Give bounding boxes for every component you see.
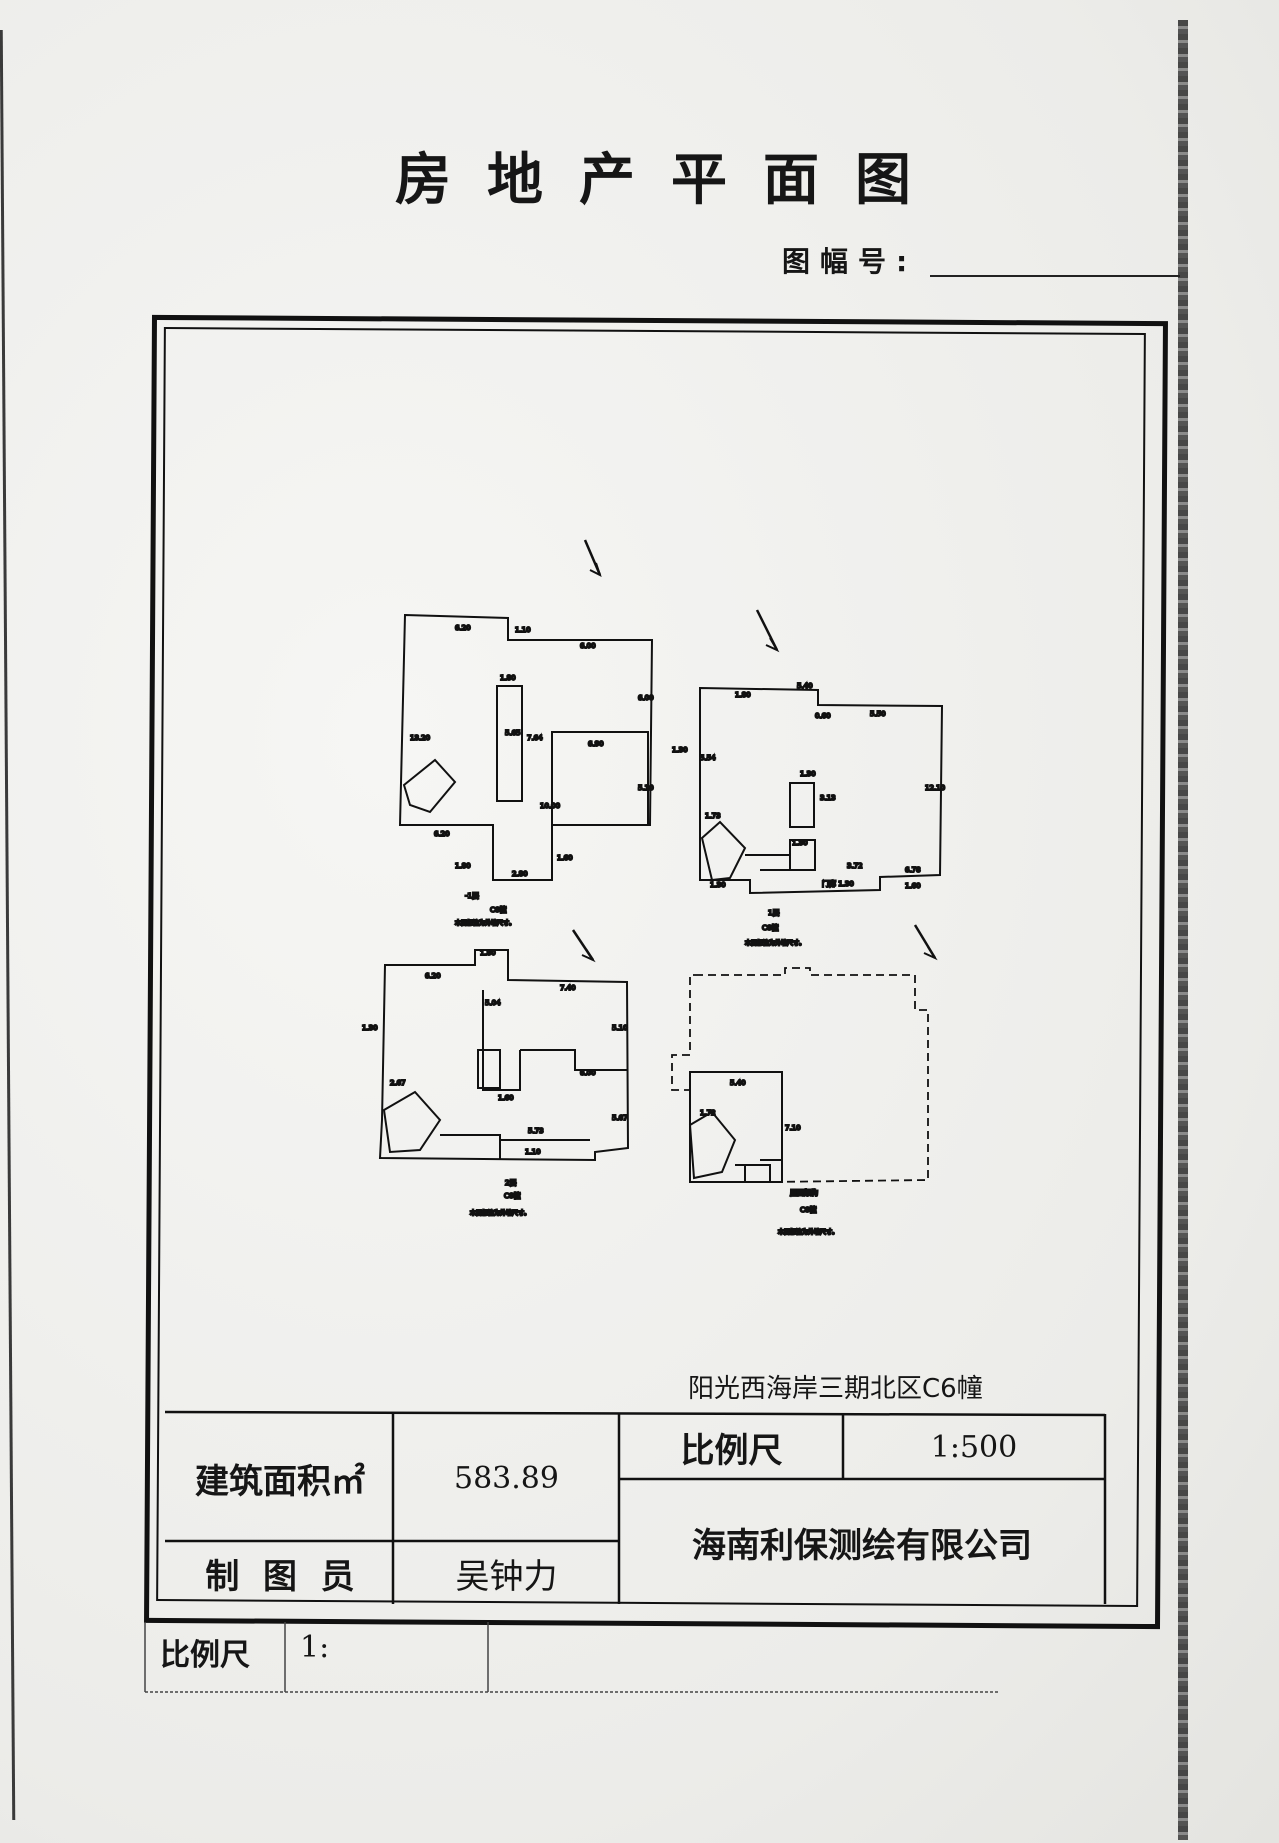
plan-second-building: C6幢 — [504, 1191, 520, 1200]
plan-second-dim-3: 7.40 — [560, 984, 576, 992]
plan-first-dim-9: 1.73 — [705, 812, 721, 820]
plan-first-note: 本层标注为外墙尺寸。 — [745, 939, 805, 947]
plan-basement-dim-7: 6.90 — [588, 740, 604, 748]
title-block-grid — [164, 1410, 1107, 1604]
plan-first-door-label: 门廊 1.30 — [822, 879, 854, 888]
plan-first-dim-13: 6.78 — [905, 866, 921, 874]
footer-scale-grid — [144, 1622, 1000, 1693]
drafter-label: 制 图 员 — [205, 1556, 355, 1597]
plan-roof-dim-1: 5.40 — [730, 1079, 746, 1087]
scale-label: 比例尺 — [680, 1430, 783, 1471]
plan-first-dim-3: 5.50 — [870, 710, 886, 718]
plan-basement-dim-14: 2.80 — [512, 870, 528, 878]
plan-basement-dim-5: 13.20 — [410, 734, 430, 742]
plan-basement-dim-4: 1.80 — [500, 674, 516, 682]
plan-basement-dim-8: 5.10 — [638, 784, 654, 792]
plan-basement-dim-11: 10.00 — [540, 802, 560, 810]
paper-right-edge — [1178, 20, 1188, 1840]
document-title: 房地产平面图 — [395, 148, 947, 213]
plan-roof-dim-2: 1.72 — [700, 1109, 716, 1117]
plan-second-dim-7: 1.60 — [498, 1094, 514, 1102]
plan-first-dim-6: 5.54 — [700, 754, 716, 762]
plan-basement-dim-6: 6.00 — [638, 694, 654, 702]
plan-first-dim-14: 1.30 — [710, 881, 726, 889]
plan-roof-note: 本层标注为外墙尺寸。 — [778, 1228, 838, 1236]
footer-scale-label: 比例尺 — [160, 1638, 250, 1673]
project-name: 阳光西海岸三期北区C6幢 — [688, 1374, 983, 1404]
plan-first-building: C6幢 — [762, 923, 778, 932]
plan-roof-dim-3: 7.10 — [785, 1124, 801, 1132]
plan-second-note: 本层标注为外墙尺寸。 — [470, 1209, 530, 1217]
plan-basement-dim-15: 1.60 — [557, 854, 573, 862]
plan-second-dim-5: 5.04 — [485, 999, 501, 1007]
plan-second-dim-12: 1.10 — [525, 1148, 541, 1156]
sheet-number-line — [930, 275, 1180, 277]
sheet-number-label: 图幅号: — [782, 245, 918, 278]
drafter-name: 吴钟力 — [455, 1556, 558, 1597]
plan-second-dim-2: 6.20 — [425, 972, 441, 980]
plan-basement-dim-2: 1.10 — [515, 626, 531, 634]
plan-basement-dim-12: 6.20 — [434, 830, 450, 838]
plan-first-dim-5: 1.30 — [672, 746, 688, 754]
plan-first-dim-1: 1.80 — [735, 691, 751, 699]
plan-basement-dim-10: 5.65 — [505, 729, 521, 737]
plan-roof-floor: 屋面架构 — [790, 1188, 818, 1197]
plan-roof: 5.40 1.72 7.10 屋面架构 C6幢 本层标注为外墙尺寸。 — [671, 924, 938, 1237]
scale-value: 1:500 — [930, 1429, 1018, 1465]
plan-first-dim-10: 3.13 — [820, 794, 836, 802]
plan-first-dim-15: 1.60 — [905, 882, 921, 890]
plan-first-dim-7: 1.30 — [800, 770, 816, 778]
plan-basement-note: 本层标注为外墙尺寸。 — [455, 919, 515, 927]
plan-basement-dim-13: 1.80 — [455, 862, 471, 870]
plan-basement-dim-3: 6.00 — [580, 642, 596, 650]
footer-scale-value: 1: — [300, 1630, 330, 1665]
plan-basement-dim-1: 6.20 — [455, 624, 471, 632]
plan-second-dim-10: 2.67 — [390, 1079, 406, 1087]
plan-roof-building: C6幢 — [800, 1205, 816, 1214]
plan-first-dim-2: 5.40 — [797, 682, 813, 690]
building-area-value: 583.89 — [454, 1460, 559, 1496]
plan-second-floor: 2层 — [505, 1179, 516, 1187]
plan-basement-floor: -1层 — [465, 892, 479, 900]
plan-first-dim-11: 1.30 — [792, 839, 808, 847]
plan-second-floor: 1.80 6.20 7.40 1.30 5.04 6.00 1.60 5.10 … — [361, 929, 630, 1218]
plan-first-dim-12: 3.72 — [847, 862, 863, 870]
company-name: 海南利保测绘有限公司 — [692, 1525, 1032, 1566]
plan-first-floor: 1.80 5.40 5.50 0.60 1.30 5.54 1.30 12.10… — [671, 609, 946, 948]
plan-basement-dim-9: 7.64 — [527, 734, 543, 742]
plan-first-floor: 1层 — [768, 909, 779, 917]
plan-second-dim-6: 6.00 — [580, 1069, 596, 1077]
plan-first-dim-8: 12.10 — [925, 784, 945, 792]
plan-second-dim-11: 5.67 — [612, 1114, 628, 1122]
plan-second-dim-8: 5.10 — [612, 1024, 628, 1032]
plan-basement-building: C6幢 — [490, 905, 506, 914]
plan-second-dim-9: 5.73 — [528, 1127, 544, 1135]
plan-basement: 6.20 1.10 6.00 1.80 13.20 6.00 6.90 5.10… — [398, 539, 655, 928]
plan-first-dim-4: 0.60 — [815, 712, 831, 720]
building-area-label: 建筑面积㎡ — [195, 1461, 365, 1502]
plan-second-dim-4: 1.30 — [362, 1024, 378, 1032]
plan-second-dim-1: 1.80 — [480, 949, 496, 957]
